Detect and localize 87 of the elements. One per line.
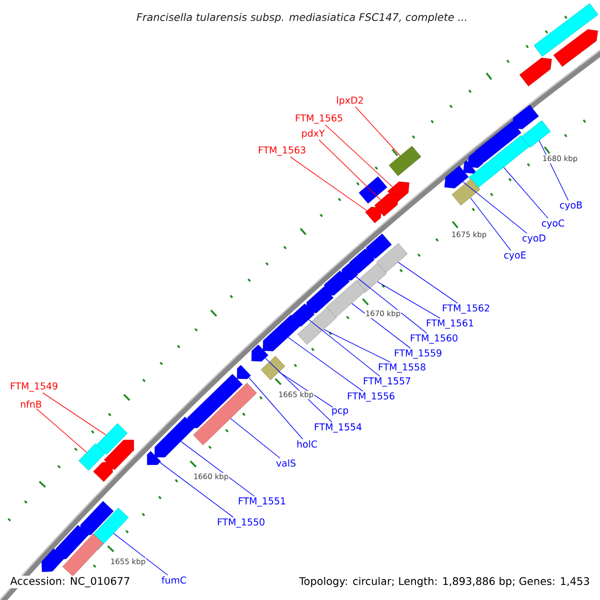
leader-line (230, 418, 280, 458)
gene-block (193, 382, 257, 446)
gene-feature (463, 160, 476, 174)
gene-block (521, 120, 551, 148)
leader-line (351, 303, 411, 349)
leader-line (308, 319, 380, 377)
leader-line (398, 262, 458, 304)
gene-feature (236, 364, 251, 380)
gene-feature (154, 416, 196, 458)
gene-block (260, 356, 286, 380)
gene-label: nfnB (20, 400, 42, 408)
leader-line (278, 372, 333, 408)
gene-feature (104, 440, 134, 470)
leader-line (290, 156, 368, 211)
gene-block (355, 263, 387, 293)
leader-line (288, 337, 364, 392)
leader-line (462, 181, 528, 234)
gene-label: fumC (162, 576, 186, 584)
gene-block (468, 135, 530, 189)
gene-label: FTM_1559 (394, 349, 442, 359)
gene-label: pdxY (302, 129, 325, 139)
gene-feature (474, 121, 522, 163)
gene-label: pcp (332, 408, 348, 416)
gene-block (452, 178, 480, 206)
gene-feature (324, 270, 350, 296)
gene-label: FTM_1551 (238, 497, 286, 507)
leader-line (180, 441, 255, 497)
gene-label: holC (297, 440, 317, 448)
gene-label: FTM_1561 (426, 319, 474, 329)
gene-label: valS (276, 459, 296, 467)
gene-block (358, 176, 388, 204)
gene-feature (374, 194, 398, 216)
footer-text: Accession: NC_010677 (9, 576, 132, 588)
gene-label: FTM_1558 (378, 363, 426, 373)
leader-line (36, 408, 87, 453)
gene-feature (365, 206, 382, 224)
gene-block (376, 243, 408, 273)
gene-label: FTM_1557 (364, 377, 410, 387)
gene-feature (348, 248, 375, 274)
gene-label: cyoB (560, 202, 582, 210)
gene-label: cyoE (504, 252, 526, 260)
gene-label: FTM_1562 (442, 304, 490, 314)
leader-line (160, 462, 234, 518)
gene-block (62, 534, 104, 576)
gene-feature (553, 29, 598, 67)
gene-label: cyoC (542, 220, 564, 228)
leader-line (377, 281, 440, 319)
gene-label: FTM_1550 (218, 518, 264, 528)
gene-feature (187, 374, 243, 428)
gene-feature (55, 524, 89, 560)
gene-label: FTM_1556 (348, 392, 394, 402)
gene-feature (93, 462, 113, 482)
gene-label: FTM_1549 (10, 382, 58, 392)
leader-line (324, 329, 391, 363)
leader-line (470, 197, 512, 251)
gene-label: cyoD (522, 234, 546, 244)
gene-feature (512, 104, 539, 130)
gene-feature (147, 451, 161, 465)
gene-feature (262, 314, 301, 352)
gene-feature (519, 58, 552, 86)
title: Francisella tularensis subsp. mediasiatica FSC147, complete ... (136, 12, 466, 24)
footer-text: Topology: circular; Length: 1,893,886 bp; Genes: 1,453 (298, 576, 591, 588)
gene-feature (80, 501, 114, 536)
gene-block (96, 423, 128, 455)
leader-line (354, 106, 400, 156)
gene-label: FTM_1563 (258, 146, 306, 156)
leader-line (324, 124, 393, 188)
gene-feature (366, 234, 392, 258)
gene-label: lpxD2 (337, 96, 363, 106)
leader-line (248, 377, 304, 440)
leader-line (42, 392, 106, 436)
gene-feature (306, 286, 334, 314)
gene-block (326, 280, 366, 318)
gene-feature (251, 344, 268, 362)
gene-feature (444, 166, 469, 188)
gene-label: FTM_1554 (314, 423, 362, 433)
gene-block (534, 3, 598, 57)
leader-line (113, 533, 168, 576)
leader-line (264, 358, 332, 423)
gene-label: FTM_1565 (296, 114, 342, 124)
leader-line (318, 139, 382, 200)
leader-line (356, 276, 428, 334)
gene-block (78, 443, 106, 471)
gene-block (297, 307, 337, 345)
leader-line (503, 167, 548, 219)
gene-block (388, 146, 422, 176)
gene-label: FTM_1560 (410, 334, 458, 344)
